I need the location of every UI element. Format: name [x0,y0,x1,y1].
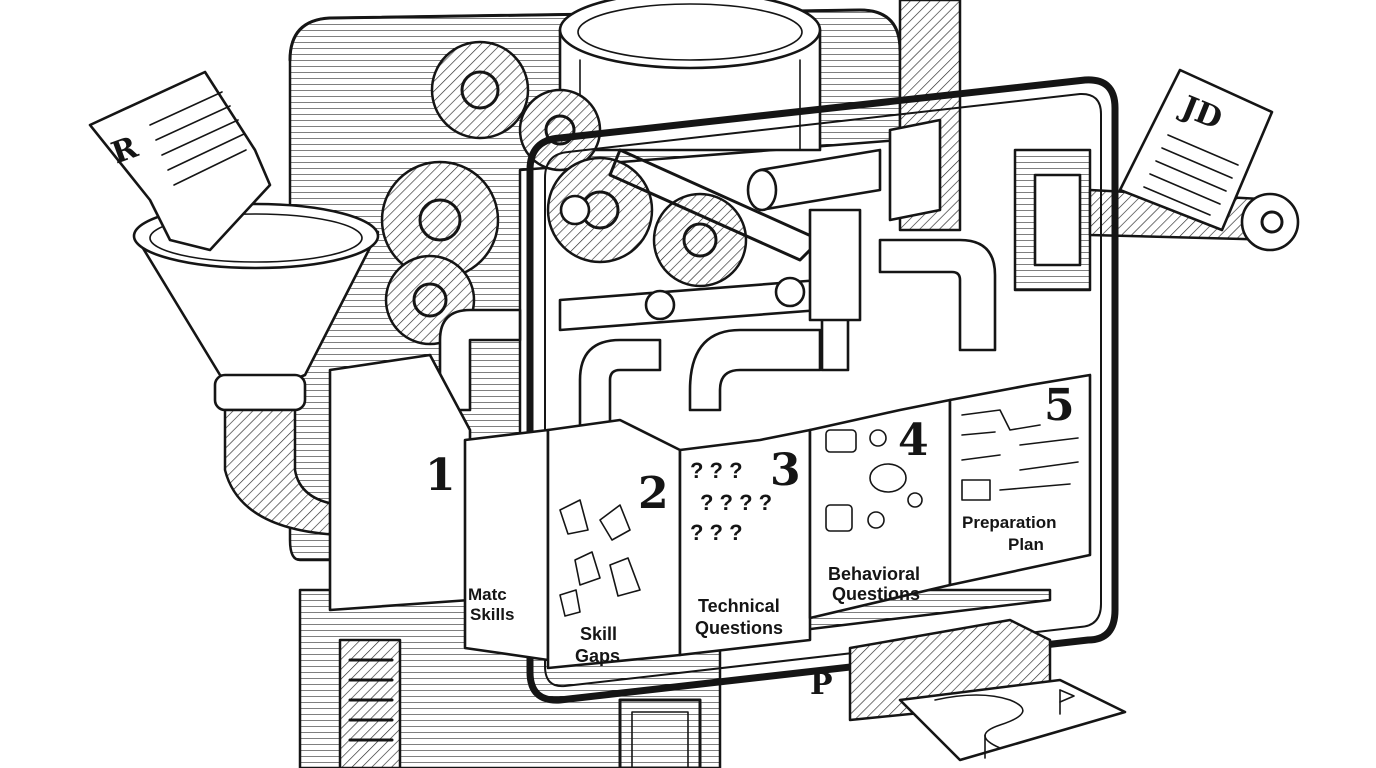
stage-2-chamber: 2 Skill Gaps [546,418,682,670]
stage-1-label-line1: Matc [468,585,507,604]
stage-2-number: 2 [638,468,669,519]
conveyor-belt [558,148,822,332]
svg-text:? ? ?: ? ? ? [690,520,743,545]
stage-4-label-line2: Questions [832,584,920,604]
stage-2-label-line1: Skill [580,624,617,644]
job-description-document: JD [1118,68,1274,232]
stage-4-chamber: 4 Behavioral Questions [808,398,952,620]
stage-2-label-line2: Gaps [575,646,620,666]
base-vent [348,658,394,742]
stage-5-label-line2: Plan [1008,535,1044,554]
stage-5-number: 5 [1044,380,1075,431]
svg-text:? ? ? ?: ? ? ? ? [700,490,772,515]
people-chat-icon [825,429,923,532]
stage-1-label-line2: Skills [470,605,514,624]
roadmap-path-icon [934,689,1075,759]
stage-chambers: 1 Matc Skills 2 Skill Gaps 3 ? ? ? ? ? [328,353,1092,670]
stage-4-label-line1: Behavioral [828,564,920,584]
stage-1-number: 1 [425,450,456,501]
flow-arrows-icon [961,409,1079,501]
glass-front-frame [526,76,1119,704]
scattered-paper-icon [559,499,641,617]
jd-intake-arm [1013,148,1300,292]
stage-3-chamber: 3 ? ? ? ? ? ? ? ? ? ? Technical Question… [678,428,812,657]
stage-1-chamber: 1 Matc Skills [328,353,550,662]
stage-5-chamber: 5 Preparation Plan [948,373,1092,587]
output-tray: P [810,618,1127,762]
gear-icon [380,40,748,346]
stage-3-label-line1: Technical [698,596,780,616]
stage-3-number: 3 [770,445,801,496]
question-marks-icon: ? ? ? ? ? ? ? ? ? ? [690,458,772,545]
resume-document: R [88,70,272,252]
stage-5-label-line1: Preparation [962,513,1056,532]
output-document-letter: P [810,667,833,702]
pipes [438,118,997,432]
stage-4-number: 4 [898,415,929,466]
svg-text:? ? ?: ? ? ? [690,458,743,483]
stage-3-label-line2: Questions [695,618,783,638]
